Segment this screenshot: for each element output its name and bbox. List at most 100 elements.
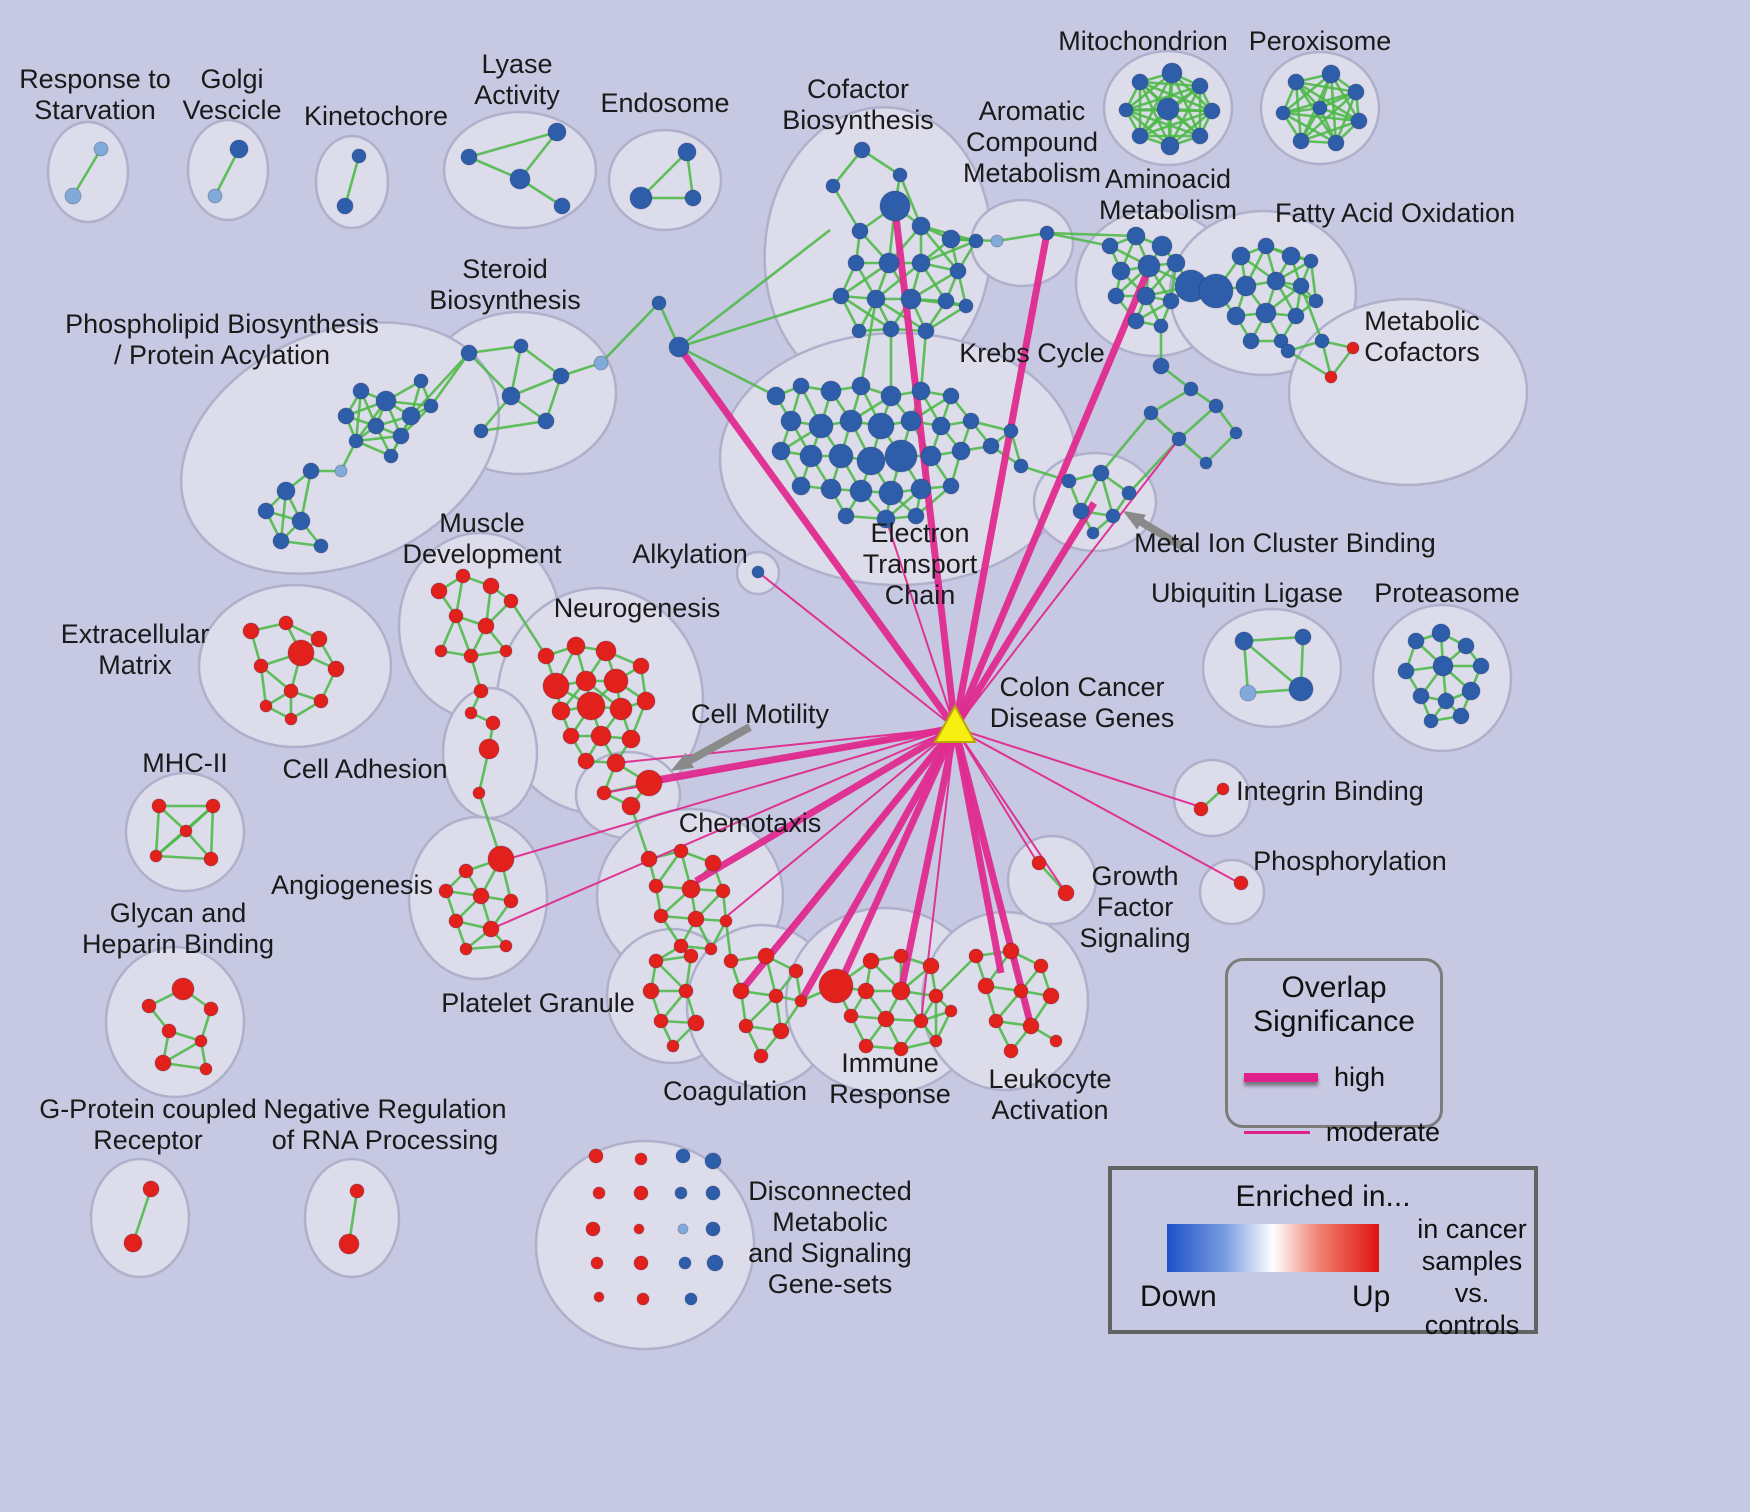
moderate-significance-label: moderate bbox=[1325, 1117, 1440, 1148]
label-fatty-acid-oxidation: Fatty Acid Oxidation bbox=[1275, 198, 1515, 228]
label-angiogenesis: Angiogenesis bbox=[271, 870, 433, 900]
gene-set-node-chemotaxis bbox=[681, 879, 701, 899]
gene-set-edge bbox=[745, 995, 777, 1027]
gene-set-node-metabolic-scatter bbox=[1199, 456, 1213, 470]
gene-set-node-neurogenesis bbox=[606, 753, 626, 773]
gene-set-node-cofactor-biosynthesis bbox=[851, 323, 867, 339]
gene-set-node-coagulation bbox=[753, 1048, 769, 1064]
gene-set-node-proteasome bbox=[1437, 692, 1455, 710]
gene-set-node-phospholipid-biosynthesis bbox=[383, 448, 399, 464]
gene-set-node-cofactor-biosynthesis bbox=[968, 233, 984, 249]
gene-set-node-phospholipid-biosynthesis bbox=[367, 417, 385, 435]
gene-set-node-fatty-acid-oxidation bbox=[1292, 277, 1310, 295]
gene-set-edge bbox=[1046, 231, 1111, 248]
gene-set-node-angiogenesis bbox=[438, 883, 454, 899]
gene-set-node-leukocyte-activation bbox=[1049, 1034, 1063, 1048]
gene-set-node-steroid-biosynthesis bbox=[513, 338, 529, 354]
gene-set-node-fatty-acid-oxidation bbox=[1198, 273, 1234, 309]
gene-set-node-coagulation bbox=[772, 1022, 790, 1040]
pointer-arrowhead bbox=[670, 752, 694, 771]
gene-set-edge bbox=[920, 239, 977, 265]
gene-set-edge bbox=[1282, 111, 1360, 123]
gene-set-node-phosphorylation bbox=[1233, 875, 1249, 891]
gene-set-node-immune-response bbox=[818, 968, 854, 1004]
gene-set-node-metabolic-scatter bbox=[1208, 398, 1224, 414]
gene-set-node-extracellular-matrix bbox=[313, 693, 329, 709]
gene-set-node-steroid-biosynthesis bbox=[668, 336, 690, 358]
overlap-link-high bbox=[834, 726, 959, 990]
gene-set-node-proteasome bbox=[1423, 713, 1439, 729]
gene-set-edge bbox=[131, 1188, 153, 1244]
pointer-arrowhead bbox=[1122, 510, 1146, 530]
label-integrin-binding: Integrin Binding bbox=[1236, 776, 1424, 806]
gene-set-node-chemotaxis bbox=[719, 914, 733, 928]
gene-set-node-lyase-activity bbox=[509, 168, 531, 190]
gene-set-node-proteasome bbox=[1461, 681, 1481, 701]
gene-set-node-metabolic-cofactors bbox=[1324, 370, 1338, 384]
gene-set-node-immune-response bbox=[857, 982, 875, 1000]
gene-set-node-muscle-development bbox=[430, 582, 448, 600]
gene-set-node-aminoacid-metabolism bbox=[1111, 261, 1131, 281]
gene-set-edge bbox=[1046, 231, 1137, 238]
gene-set-node-muscle-development bbox=[499, 644, 513, 658]
gene-set-node-endosome bbox=[677, 142, 697, 162]
gene-set-node-angiogenesis bbox=[487, 845, 515, 873]
legend-enriched-title: Enriched in... bbox=[1235, 1180, 1411, 1213]
gene-set-node-neurogenesis bbox=[621, 729, 641, 749]
gene-set-node-aminoacid-metabolism bbox=[1107, 287, 1125, 305]
gene-set-node-phospholipid-biosynthesis bbox=[272, 532, 290, 550]
colon-cancer-hub-triangle bbox=[933, 703, 977, 743]
gene-set-edge bbox=[1125, 84, 1201, 112]
gene-set-edge bbox=[520, 344, 562, 378]
gene-set-node-leukocyte-activation bbox=[977, 977, 995, 995]
gene-set-node-cofactor-biosynthesis bbox=[949, 262, 967, 280]
gene-set-node-cofactor-biosynthesis bbox=[941, 229, 961, 249]
gene-set-node-chemotaxis bbox=[687, 910, 705, 928]
gene-set-node-electron-transport-chain bbox=[942, 387, 960, 405]
gene-set-edge bbox=[1150, 387, 1192, 415]
gene-set-node-neurogenesis bbox=[595, 640, 617, 662]
label-phospholipid-biosynthesis: Phospholipid Biosynthesis/ Protein Acyla… bbox=[65, 309, 379, 370]
gene-set-node-cofactor-biosynthesis bbox=[911, 216, 931, 236]
gene-set-node-angiogenesis bbox=[499, 939, 513, 953]
gene-set-node-immune-response bbox=[929, 1034, 943, 1048]
label-neurogenesis: Neurogenesis bbox=[554, 593, 721, 623]
gene-set-node-neurogenesis bbox=[542, 672, 570, 700]
gene-set-node-phospholipid-biosynthesis bbox=[276, 481, 296, 501]
gene-set-node-platelet-granule bbox=[687, 1014, 705, 1032]
gene-set-node-electron-transport-chain bbox=[820, 478, 842, 500]
gene-set-node-fatty-acid-oxidation bbox=[1257, 237, 1275, 255]
gene-set-node-immune-response bbox=[858, 1038, 874, 1054]
gene-set-node-mitochondrion bbox=[1160, 136, 1180, 156]
overlap-link-high bbox=[951, 727, 1035, 1027]
gene-set-node-metabolic-scatter bbox=[1229, 426, 1243, 440]
gene-set-node-neurogenesis bbox=[590, 725, 612, 747]
gene-set-edge bbox=[831, 185, 862, 232]
gene-set-node-mitochondrion bbox=[1131, 127, 1149, 145]
gene-set-node-chemotaxis bbox=[648, 878, 664, 894]
moderate-significance-line-swatch bbox=[1244, 1131, 1310, 1135]
gene-set-node-platelet-granule bbox=[683, 948, 699, 964]
gene-set-edge bbox=[875, 261, 922, 301]
gene-set-node-electron-transport-chain bbox=[839, 409, 863, 433]
high-significance-label: high bbox=[1334, 1062, 1386, 1093]
gene-set-edge bbox=[1287, 349, 1332, 379]
gene-set-node-angiogenesis bbox=[472, 887, 490, 905]
gene-set-edge bbox=[155, 854, 212, 861]
gene-set-node-response-to-starvation bbox=[64, 187, 82, 205]
gene-set-node-extracellular-matrix bbox=[310, 630, 328, 648]
gene-set-node-steroid-biosynthesis bbox=[460, 344, 478, 362]
gene-set-node-metabolic-scatter bbox=[1152, 357, 1170, 375]
gene-set-node-aminoacid-metabolism bbox=[1126, 226, 1146, 246]
gene-set-edge bbox=[678, 228, 831, 349]
gene-set-node-leukocyte-activation bbox=[1033, 958, 1049, 974]
gene-set-node-cell-adhesion bbox=[485, 715, 501, 731]
gene-set-edge bbox=[1282, 72, 1332, 115]
gene-set-node-proteasome bbox=[1407, 632, 1425, 650]
gene-set-node-fatty-acid-oxidation bbox=[1231, 246, 1251, 266]
gene-set-edge bbox=[209, 805, 215, 860]
